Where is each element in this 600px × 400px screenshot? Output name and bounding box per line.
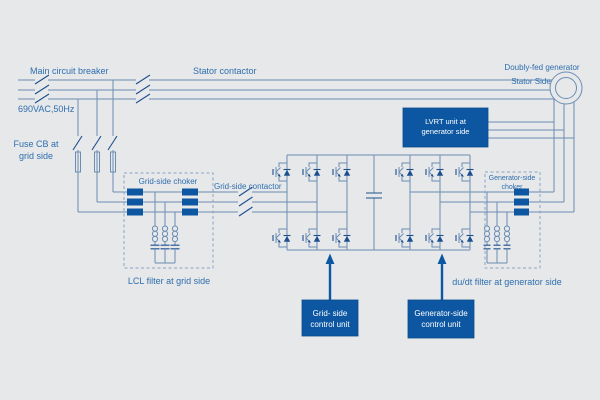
label-gen-choker-line2: choker xyxy=(501,184,523,191)
label-fuse-line2: grid side xyxy=(19,151,53,161)
igbt-cell xyxy=(302,160,321,184)
generator-side-converter xyxy=(395,155,474,250)
igbt-cell xyxy=(272,160,291,184)
dudt-filter-dashed-box xyxy=(484,171,541,269)
grid-side-choker-bars xyxy=(127,188,198,216)
generator-side-choker-bars xyxy=(514,188,529,216)
grid-control-label-line1: Grid- side xyxy=(313,309,348,318)
igbt-cell xyxy=(425,226,444,250)
generator-control-unit: Generator-side control unit xyxy=(407,253,475,339)
up-arrow-icon xyxy=(325,253,335,264)
label-dudt-filter: du/dt filter at generator side xyxy=(452,277,562,287)
label-stator-side: Stator Side xyxy=(511,77,551,86)
label-voltage: 690VAC,50Hz xyxy=(18,104,75,114)
label-doubly-fed-generator: Doubly-fed generator xyxy=(504,63,579,72)
grid-side-converter xyxy=(272,155,351,250)
label-main-circuit-breaker: Main circuit breaker xyxy=(30,66,109,76)
generator-symbol xyxy=(549,71,583,105)
gen-control-label-line1: Generator-side xyxy=(414,309,468,318)
up-arrow-icon xyxy=(437,253,447,264)
lvrt-unit-box: LVRT unit at generator side xyxy=(402,107,489,148)
label-stator-contactor: Stator contactor xyxy=(193,66,257,76)
label-lcl-filter: LCL filter at grid side xyxy=(128,276,210,286)
stator-bus-lines xyxy=(18,79,554,100)
igbt-cell xyxy=(395,160,414,184)
label-grid-side-contactor: Grid-side contactor xyxy=(214,182,282,191)
igbt-cell xyxy=(425,160,444,184)
lvrt-box-label-line2: generator side xyxy=(422,127,470,136)
igbt-cell xyxy=(332,226,351,250)
fuse-branch xyxy=(72,80,118,212)
gen-control-label-line2: control unit xyxy=(421,320,461,329)
stator-contactor-switches xyxy=(135,74,151,104)
main-circuit-breaker-switches xyxy=(34,74,50,104)
grid-control-unit: Grid- side control unit xyxy=(301,253,359,337)
igbt-cell xyxy=(332,160,351,184)
igbt-cell xyxy=(302,226,321,250)
igbt-cell xyxy=(455,226,474,250)
lcl-filter-dashed-box xyxy=(123,172,214,269)
dc-link-capacitor xyxy=(366,155,382,250)
grid-control-label-line2: control unit xyxy=(310,320,350,329)
igbt-cell xyxy=(455,160,474,184)
label-grid-side-choker: Grid-side choker xyxy=(139,177,198,186)
label-fuse-line1: Fuse CB at xyxy=(13,139,59,149)
dudt-filter-capacitors xyxy=(483,192,511,264)
grid-side-contactor-switches xyxy=(238,186,253,217)
lcl-filter-capacitors xyxy=(150,192,180,264)
igbt-cell xyxy=(272,226,291,250)
lvrt-box-label-line1: LVRT unit at xyxy=(425,117,467,126)
igbt-cell xyxy=(395,226,414,250)
label-gen-choker-line1: Generator-side xyxy=(489,175,536,182)
